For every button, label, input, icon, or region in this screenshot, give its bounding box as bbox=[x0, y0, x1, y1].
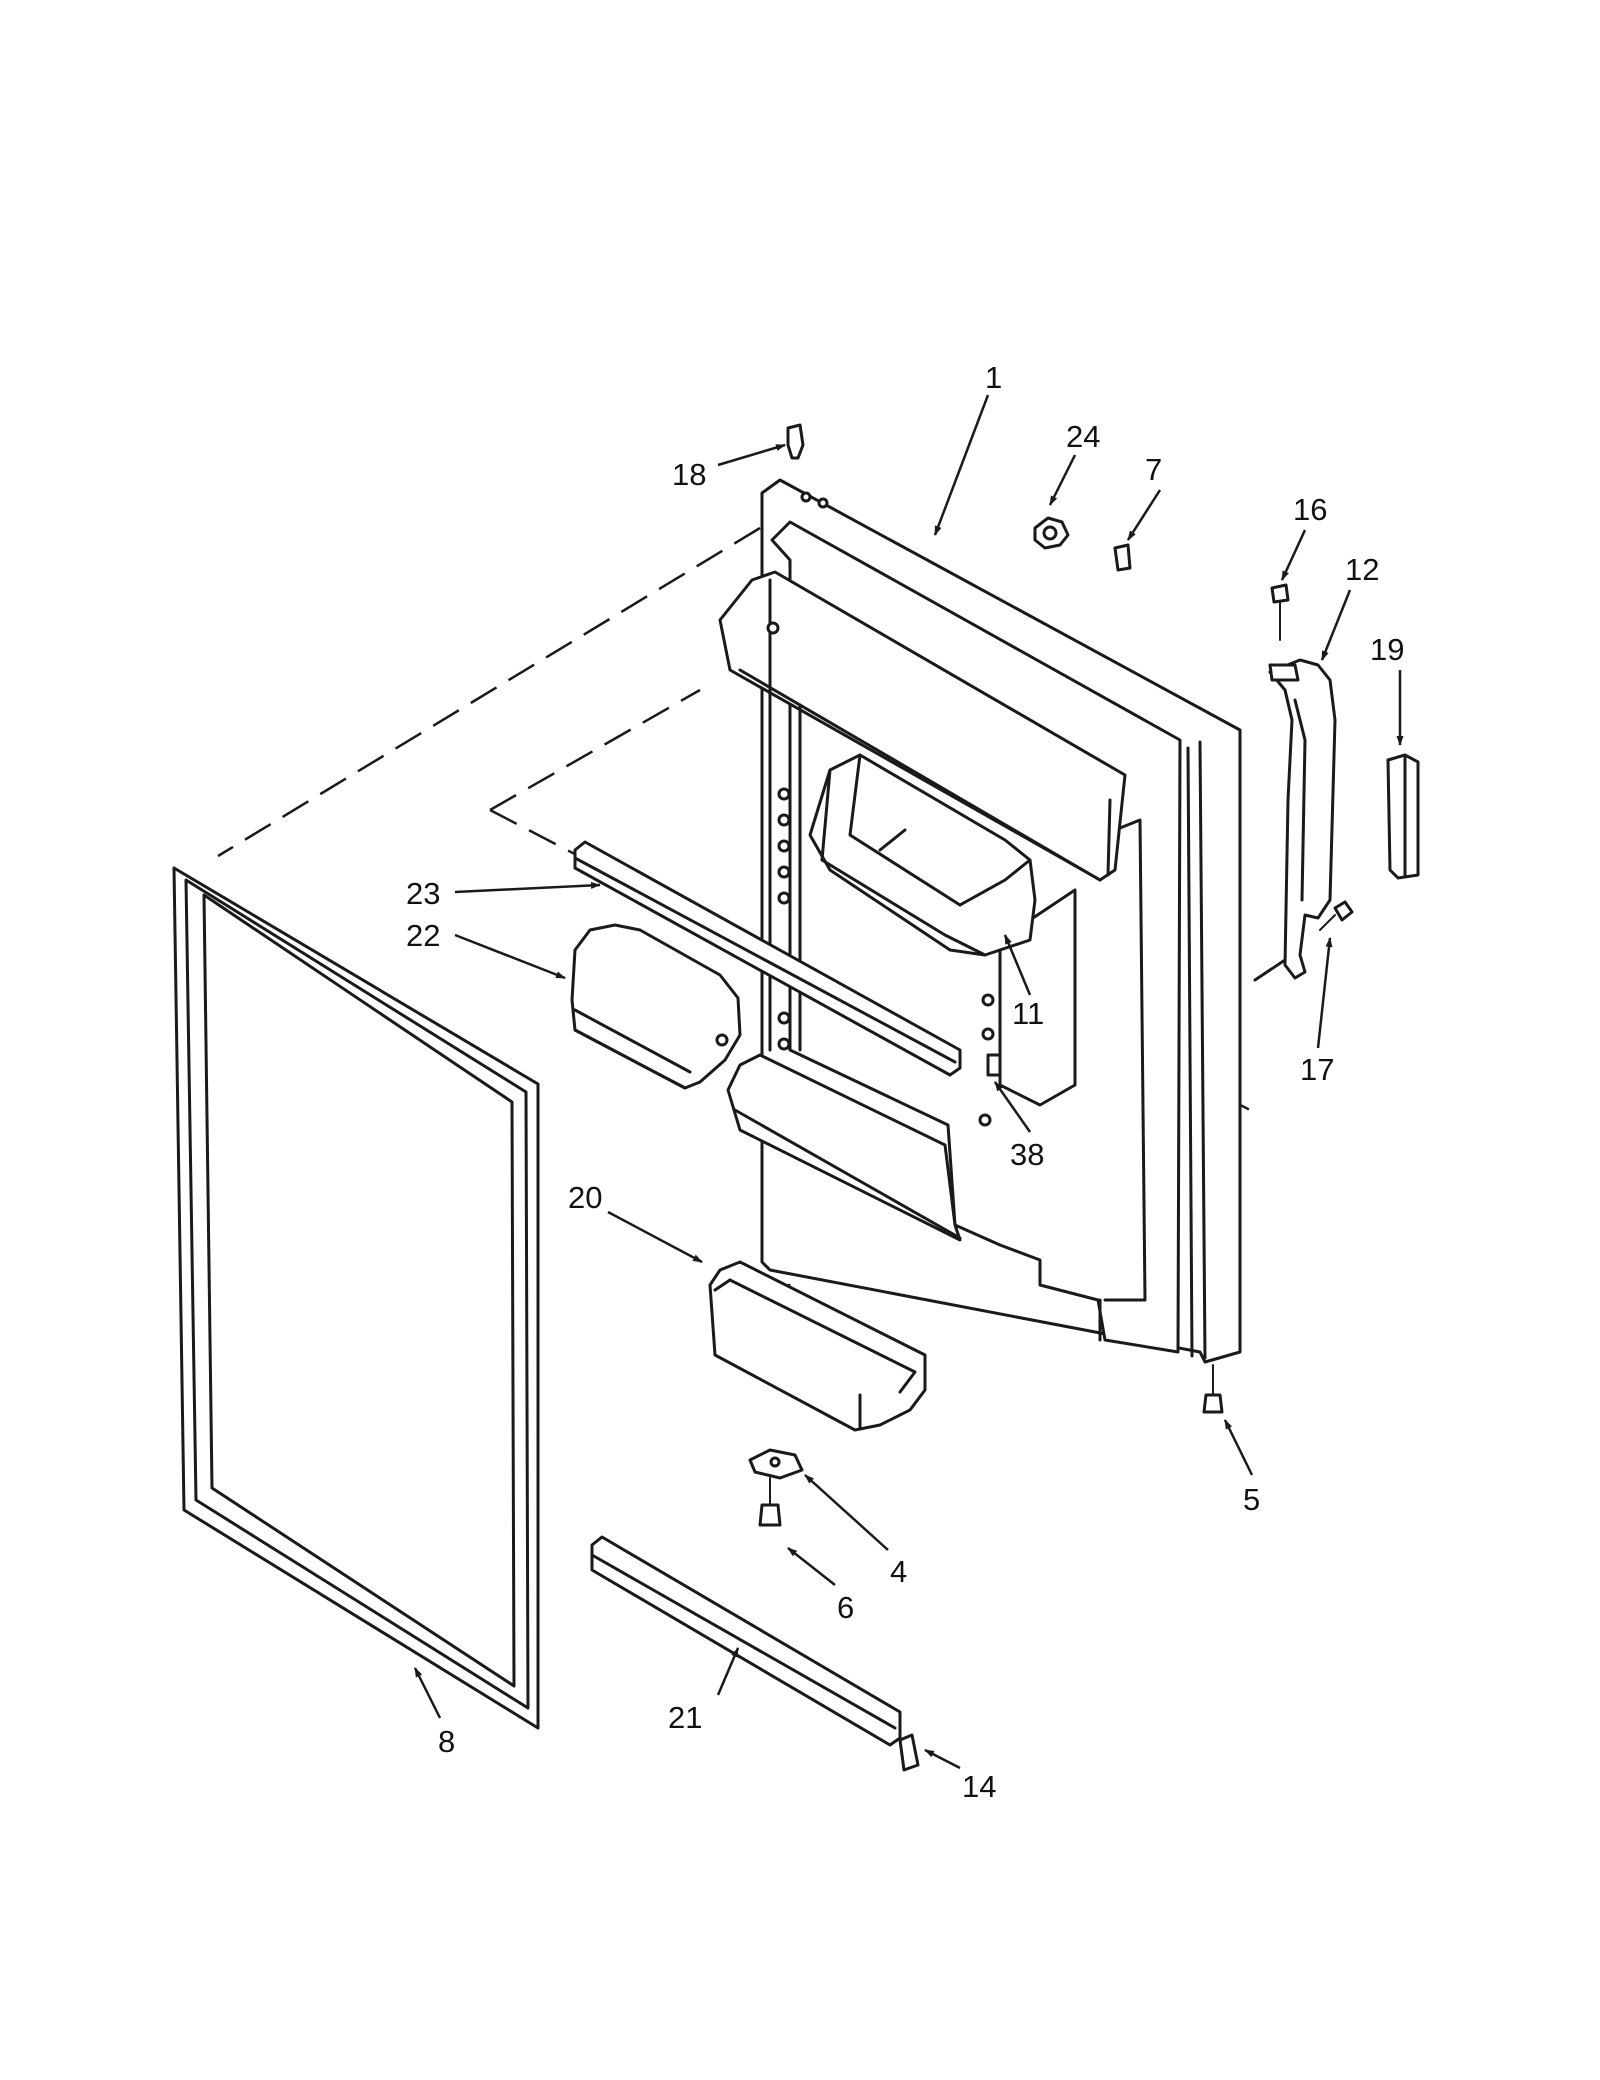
callout-21: 21 bbox=[668, 1700, 702, 1735]
callout-23: 23 bbox=[406, 876, 440, 911]
callout-7: 7 bbox=[1145, 452, 1162, 487]
top-pin bbox=[786, 423, 805, 460]
callout-1: 1 bbox=[985, 360, 1002, 395]
callout-17: 17 bbox=[1300, 1052, 1334, 1087]
trim-piece bbox=[1386, 753, 1420, 880]
hinge-screw-bottom bbox=[758, 1503, 782, 1527]
end-cap bbox=[898, 1733, 920, 1772]
hinge-screw-right bbox=[1202, 1393, 1224, 1414]
callout-6: 6 bbox=[837, 1590, 854, 1625]
callout-11: 11 bbox=[1012, 996, 1044, 1031]
leader-lines bbox=[413, 394, 1404, 1770]
adjustment-holes bbox=[766, 491, 995, 1127]
callout-14: 14 bbox=[962, 1769, 996, 1804]
door-gasket bbox=[172, 866, 540, 1730]
callout-18: 18 bbox=[672, 457, 706, 492]
shelf-bar bbox=[573, 840, 962, 1077]
bottom-rail bbox=[590, 1535, 902, 1747]
hardware bbox=[748, 423, 1354, 1772]
plug-part bbox=[1113, 543, 1132, 572]
door-handle bbox=[1253, 658, 1337, 982]
callout-labels: 1 24 7 18 16 12 19 23 22 11 17 38 20 5 4… bbox=[406, 360, 1404, 1804]
upper-door-bin bbox=[808, 753, 1037, 957]
callout-22: 22 bbox=[406, 918, 440, 953]
callout-24: 24 bbox=[1066, 419, 1100, 454]
callout-38: 38 bbox=[1010, 1137, 1044, 1172]
callout-19: 19 bbox=[1370, 632, 1404, 667]
lower-door-bin bbox=[708, 1260, 927, 1432]
dairy-compartment bbox=[570, 923, 742, 1090]
callout-5: 5 bbox=[1243, 1482, 1260, 1517]
handle-screw-bottom bbox=[1333, 900, 1354, 922]
callout-16: 16 bbox=[1293, 492, 1327, 527]
callout-4: 4 bbox=[890, 1554, 907, 1589]
callout-12: 12 bbox=[1345, 552, 1379, 587]
handle-screw-top bbox=[1270, 583, 1290, 604]
callout-20: 20 bbox=[568, 1180, 602, 1215]
callout-8: 8 bbox=[438, 1724, 455, 1759]
